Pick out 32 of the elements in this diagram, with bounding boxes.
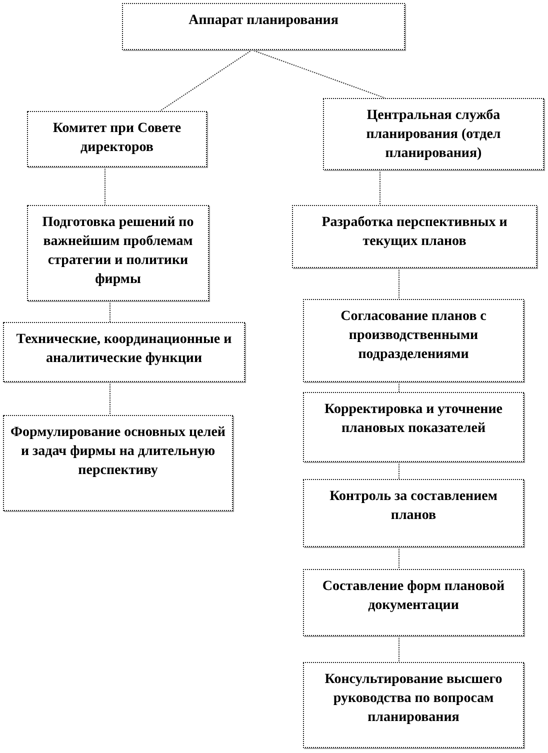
box-label: Формулирование основных целей и задач фирмы на длительную перспективу — [10, 424, 226, 480]
org-box — [27, 205, 209, 301]
box-label: Консультирование высшего руководства по вопросам планирования — [324, 671, 504, 727]
box-label: Разработка перспективных и текущих планов — [320, 214, 508, 251]
box-label: Аппарат планирования — [188, 12, 338, 30]
org-box — [292, 205, 537, 268]
org-box — [3, 415, 233, 511]
connector-line — [104, 166, 106, 206]
connector-line — [398, 268, 400, 300]
connector-line — [252, 50, 386, 98]
box-label: Центральная служба планирования (отдел планирования) — [365, 107, 502, 163]
connector-line — [398, 382, 400, 392]
connector-line — [160, 50, 252, 112]
org-box — [27, 111, 207, 167]
box-label: Подготовка решений по важнейшим проблемам стратегии и политики фирмы — [41, 214, 195, 289]
connector-line — [398, 546, 400, 570]
org-box — [303, 392, 524, 462]
connector-line — [398, 462, 400, 480]
org-box — [3, 322, 245, 382]
box-label: Комитет при Совете директоров — [52, 120, 182, 157]
box-label: Технические, координационные и аналитические функции — [15, 331, 233, 368]
org-box — [323, 98, 544, 170]
box-label: Контроль за составлением планов — [328, 488, 498, 525]
connector-line — [398, 636, 400, 662]
org-box — [303, 479, 524, 547]
org-box — [122, 3, 405, 50]
box-label: Корректировка и уточнение плановых показателей — [323, 401, 504, 438]
box-label: Составление форм плановой документации — [321, 578, 506, 615]
org-box — [303, 569, 524, 636]
box-label: Согласование планов с производственными подразделениями — [340, 308, 488, 364]
org-box — [303, 299, 524, 382]
org-box — [303, 662, 524, 748]
